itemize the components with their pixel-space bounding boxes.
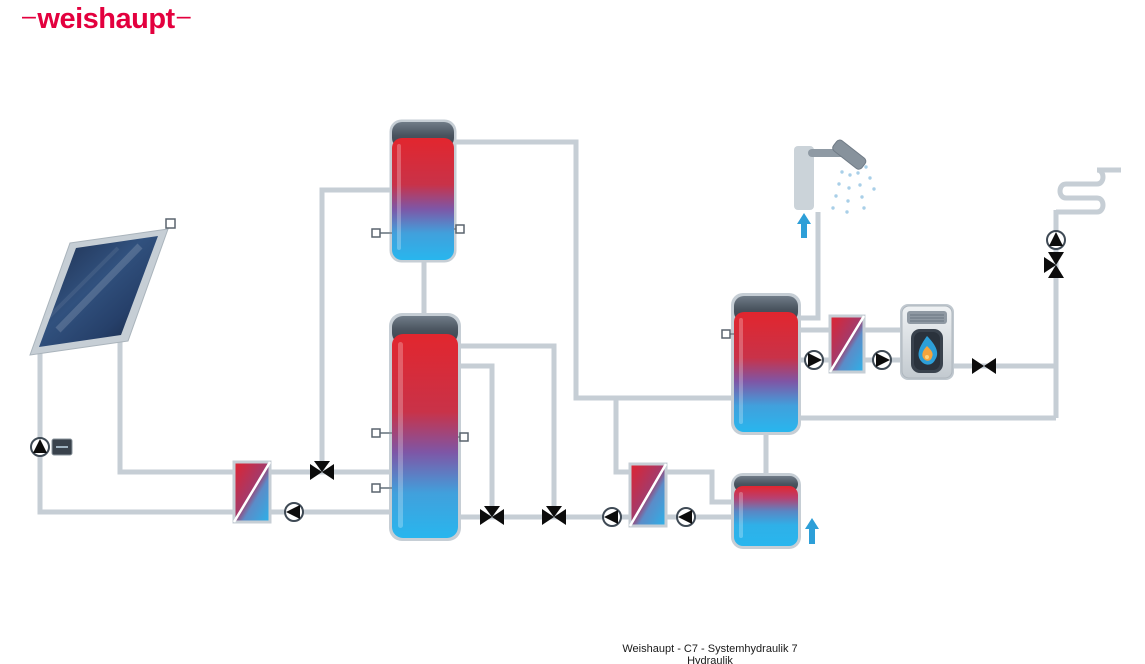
buffer-tank-large xyxy=(389,313,461,541)
pipe-toptank-to-righttank xyxy=(452,139,734,401)
storage-tank-top xyxy=(389,119,457,263)
solar-pump xyxy=(30,437,50,457)
pipe-valve-to-top-tank xyxy=(319,187,392,472)
cold-water-arrow xyxy=(805,518,819,544)
caption-line-1: Weishaupt - C7 - Systemhydraulik 7 xyxy=(622,643,798,655)
pipe-valve2-branch xyxy=(458,363,495,517)
three-way-valve-buffer-2 xyxy=(542,506,566,525)
logo-dash-left: – xyxy=(22,2,36,30)
three-way-valve-heating xyxy=(1044,252,1064,278)
caption-line-2: Hydraulik xyxy=(687,655,733,664)
collector-sensor xyxy=(165,218,176,229)
shutoff-valve-boiler xyxy=(972,358,996,374)
heat-exchanger-right xyxy=(828,314,866,374)
sensor-top-tank-right xyxy=(455,224,465,234)
pump-heating-circuit xyxy=(1046,230,1066,250)
shower-spray xyxy=(831,165,876,214)
preheat-tank-small xyxy=(731,473,801,549)
heat-exchanger-mid xyxy=(628,462,668,528)
diagram-caption: Weishaupt - C7 - Systemhydraulik 7 Hydra… xyxy=(622,643,797,664)
sensor-buffer-right xyxy=(459,432,469,442)
pipe-hx2-to-smalltank-top xyxy=(666,469,734,505)
pipe-solar-return xyxy=(37,353,236,515)
check-valve-box xyxy=(51,438,73,456)
hot-water-arrow xyxy=(797,213,811,238)
pipe-valve3-branch xyxy=(458,343,557,517)
temperature-sensors xyxy=(371,224,734,493)
solar-collector xyxy=(29,218,176,356)
weishaupt-logo: –weishaupt– xyxy=(20,2,192,36)
logo-dash-right: – xyxy=(176,2,191,30)
boiler xyxy=(900,304,954,380)
three-way-valve-solar xyxy=(310,461,334,480)
underfloor-heating-coil xyxy=(1056,167,1121,215)
sensor-buffer-lower xyxy=(371,483,381,493)
pump-solar-secondary xyxy=(284,502,304,522)
pump-hx3-secondary xyxy=(872,350,892,370)
dhw-tank-right xyxy=(731,293,801,435)
logo-text: weishaupt xyxy=(37,3,175,35)
pipe-network xyxy=(37,139,1121,520)
sensor-dhw-tank xyxy=(721,329,731,339)
pump-hx2-primary xyxy=(602,507,622,527)
sensor-top-tank xyxy=(371,228,381,238)
three-way-valve-buffer-1 xyxy=(480,506,504,525)
pipe-hx2-top-feed xyxy=(613,398,630,475)
heat-exchanger-solar xyxy=(232,460,272,524)
pump-hx3-primary xyxy=(804,350,824,370)
shower xyxy=(794,139,876,214)
pump-hx2-secondary xyxy=(676,507,696,527)
pipe-shower-riser xyxy=(798,212,821,321)
sensor-buffer-upper xyxy=(371,428,381,438)
